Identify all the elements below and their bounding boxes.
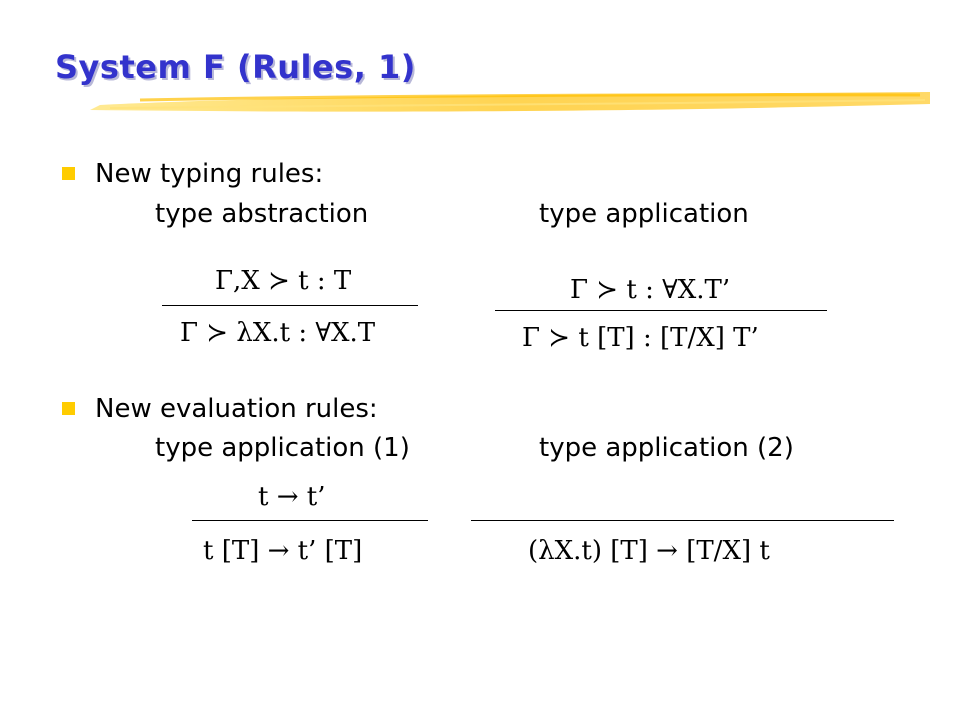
abstraction-premise: Γ,X ≻ t : T — [215, 266, 352, 296]
application-inference-line — [495, 310, 827, 311]
type-application-label: type application — [539, 199, 749, 229]
slide-title: System F (Rules, 1) — [55, 48, 416, 86]
app1-conclusion: t [T] → t’ [T] — [203, 536, 363, 566]
abstraction-inference-line — [162, 305, 418, 306]
app1-inference-line — [192, 520, 428, 521]
app1-premise: t → t’ — [258, 482, 326, 512]
app2-inference-line — [471, 520, 894, 521]
type-application-1-label: type application (1) — [155, 433, 410, 463]
bullet-icon — [62, 167, 75, 180]
type-abstraction-label: type abstraction — [155, 199, 369, 229]
application-conclusion: Γ ≻ t [T] : [T/X] T’ — [522, 323, 759, 353]
application-premise: Γ ≻ t : ∀X.T’ — [570, 275, 731, 305]
abstraction-conclusion: Γ ≻ λX.t : ∀X.T — [180, 318, 376, 348]
app2-conclusion: (λX.t) [T] → [T/X] t — [528, 536, 770, 566]
typing-rules-heading: New typing rules: — [95, 159, 324, 189]
type-application-2-label: type application (2) — [539, 433, 794, 463]
evaluation-rules-heading: New evaluation rules: — [95, 394, 378, 424]
bullet-icon — [62, 402, 75, 415]
